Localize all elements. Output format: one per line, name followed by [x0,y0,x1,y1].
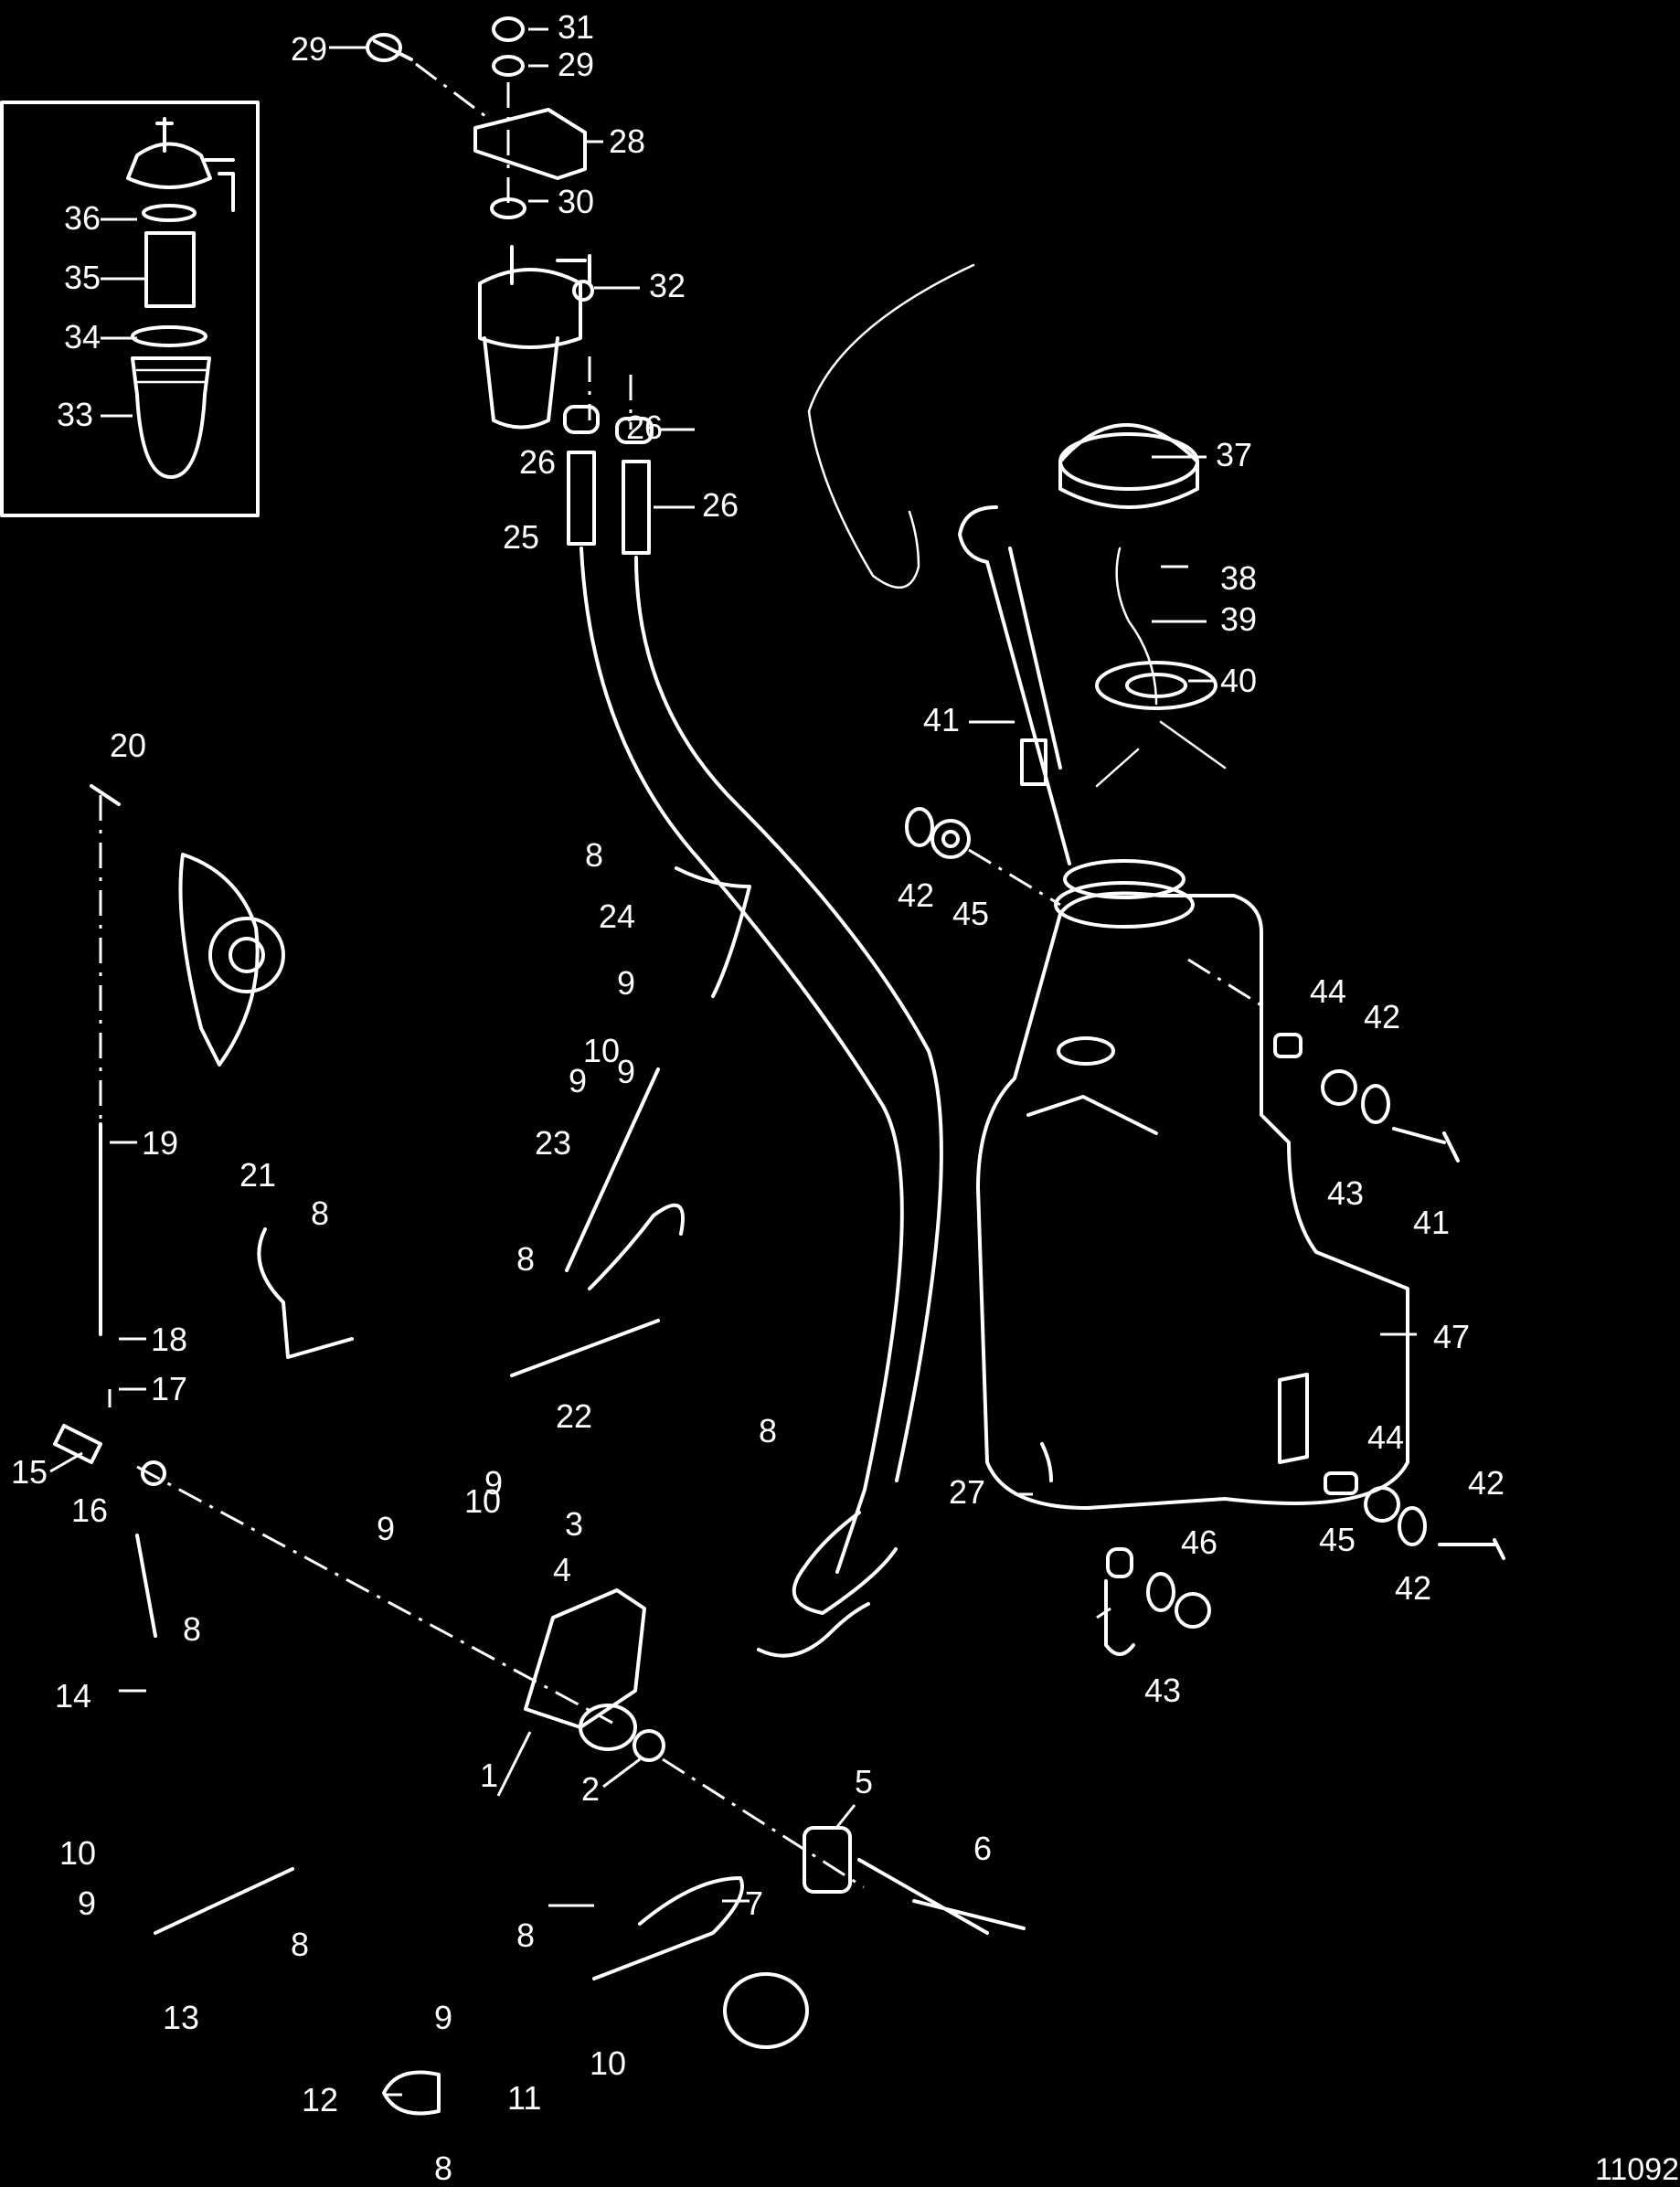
callout-labels: 1 2 3 4 5 6 7 8 8 8 8 8 8 8 8 9 9 9 9 9 … [11,8,1505,2187]
fuel-filter-assembly [366,16,654,555]
callout-label: 29 [558,46,594,83]
callout-label: 42 [1364,998,1400,1035]
callout-label: 8 [516,1240,535,1278]
callout-label: 45 [952,895,989,932]
callout-label: 29 [291,30,327,68]
callout-label: 12 [302,2081,338,2118]
callout-label: 42 [1395,1569,1431,1607]
callout-label: 44 [1367,1418,1404,1456]
callout-label: 11 [507,2079,541,2117]
callout-label: 7 [745,1884,763,1922]
callout-label: 41 [1413,1204,1450,1241]
callout-label: 45 [1319,1521,1356,1558]
callout-label: 39 [1220,600,1257,638]
callout-label: 8 [291,1926,309,1963]
callout-label: 30 [558,183,594,220]
callout-label: 18 [151,1321,187,1358]
callout-label: 4 [553,1551,571,1588]
callout-label: 36 [64,199,101,237]
callout-label: 3 [565,1505,583,1543]
callout-label: 42 [1468,1464,1505,1502]
callout-label: 9 [377,1510,395,1547]
callout-label: 34 [64,318,101,356]
callout-label: 13 [163,1999,199,2036]
callout-label: 23 [535,1124,571,1162]
leader-lines [49,27,1417,2097]
callout-label: 22 [556,1397,592,1435]
callout-label: 27 [949,1473,985,1511]
callout-label: 35 [64,259,101,296]
callout-label: 43 [1144,1672,1181,1709]
tank-fasteners [905,807,1505,1656]
callout-label: 10 [59,1834,96,1872]
callout-label: 26 [702,486,739,524]
oil-tank [976,859,1409,1510]
callout-label: 33 [57,396,93,433]
callout-label: 9 [617,964,635,1002]
callout-label: 14 [55,1677,91,1715]
callout-label: 20 [110,727,146,764]
callout-label: 8 [585,836,603,874]
callout-label: 32 [649,267,686,304]
tank-cap-parts [807,263,1227,865]
callout-label: 46 [1181,1523,1217,1561]
callout-label: 8 [434,2150,452,2187]
fuel-hoses [579,547,943,1615]
callout-label: 9 [434,1999,452,2036]
callout-label: 40 [1220,662,1257,699]
callout-label: 28 [609,122,645,160]
callout-label: 8 [311,1194,329,1232]
callout-label: 24 [599,897,635,935]
callout-label: 19 [142,1124,178,1162]
filter-inset-box [0,101,260,517]
callout-label: 5 [855,1763,873,1800]
callout-label: 9 [78,1884,96,1922]
callout-label: 10 [590,2044,626,2082]
callout-label: 37 [1216,436,1252,473]
callout-label: 38 [1220,559,1257,597]
callout-label: 9 [617,1053,635,1090]
callout-label: 15 [11,1453,48,1491]
callout-label: 41 [923,701,960,738]
callout-label: 16 [71,1492,108,1529]
small-hoses [135,866,1026,2116]
callout-label: 8 [183,1610,201,1648]
callout-label: 2 [581,1770,600,1808]
callout-label: 10 [464,1482,501,1520]
callout-label: 47 [1433,1318,1470,1355]
callout-label: 17 [151,1370,187,1407]
callout-label: 42 [898,876,934,914]
callout-label: 10 [583,1032,620,1069]
callout-label: 43 [1327,1174,1364,1212]
callout-label: 9 [569,1062,587,1099]
callout-label: 8 [759,1412,777,1449]
callout-label: 25 [503,518,539,556]
callout-label: 8 [516,1916,535,1954]
callout-label: 31 [558,8,594,46]
callout-label: 44 [1310,972,1346,1010]
oil-pump-assembly [53,784,865,1889]
callout-label: 26 [519,443,556,481]
callout-label: 21 [239,1156,276,1194]
callout-label: 9 [484,1464,503,1502]
figure-number: 11092 [1595,2152,1679,2187]
callout-label: 6 [973,1830,992,1867]
callout-label: 26 [626,409,663,446]
callout-label: 1 [480,1757,498,1794]
